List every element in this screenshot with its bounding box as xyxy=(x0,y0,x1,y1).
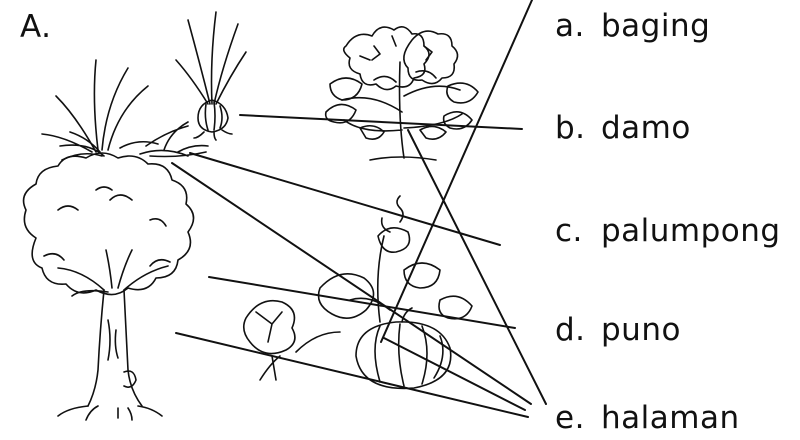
option-letter: c. xyxy=(555,213,601,249)
match-line xyxy=(176,333,528,417)
option-b[interactable]: b.damo xyxy=(555,110,691,146)
option-letter: a. xyxy=(555,8,601,44)
pumpkin-picture[interactable] xyxy=(244,196,472,388)
match-line xyxy=(190,153,500,245)
grass-onion-picture[interactable] xyxy=(42,12,246,160)
option-a[interactable]: a.baging xyxy=(555,8,710,44)
section-label: A. xyxy=(20,9,52,45)
option-word: puno xyxy=(601,312,681,348)
option-letter: b. xyxy=(555,110,601,146)
tree-picture[interactable] xyxy=(24,153,194,420)
matching-lines xyxy=(172,0,546,417)
option-word: palumpong xyxy=(601,213,781,249)
option-e[interactable]: e.halaman xyxy=(555,400,740,436)
shrub-picture[interactable] xyxy=(326,27,478,160)
match-line xyxy=(408,130,546,404)
option-word: baging xyxy=(601,8,710,44)
option-letter: d. xyxy=(555,312,601,348)
option-letter: e. xyxy=(555,400,601,436)
option-c[interactable]: c.palumpong xyxy=(555,213,781,249)
option-word: damo xyxy=(601,110,691,146)
option-d[interactable]: d.puno xyxy=(555,312,681,348)
match-line xyxy=(172,163,531,404)
option-word: halaman xyxy=(601,400,740,436)
